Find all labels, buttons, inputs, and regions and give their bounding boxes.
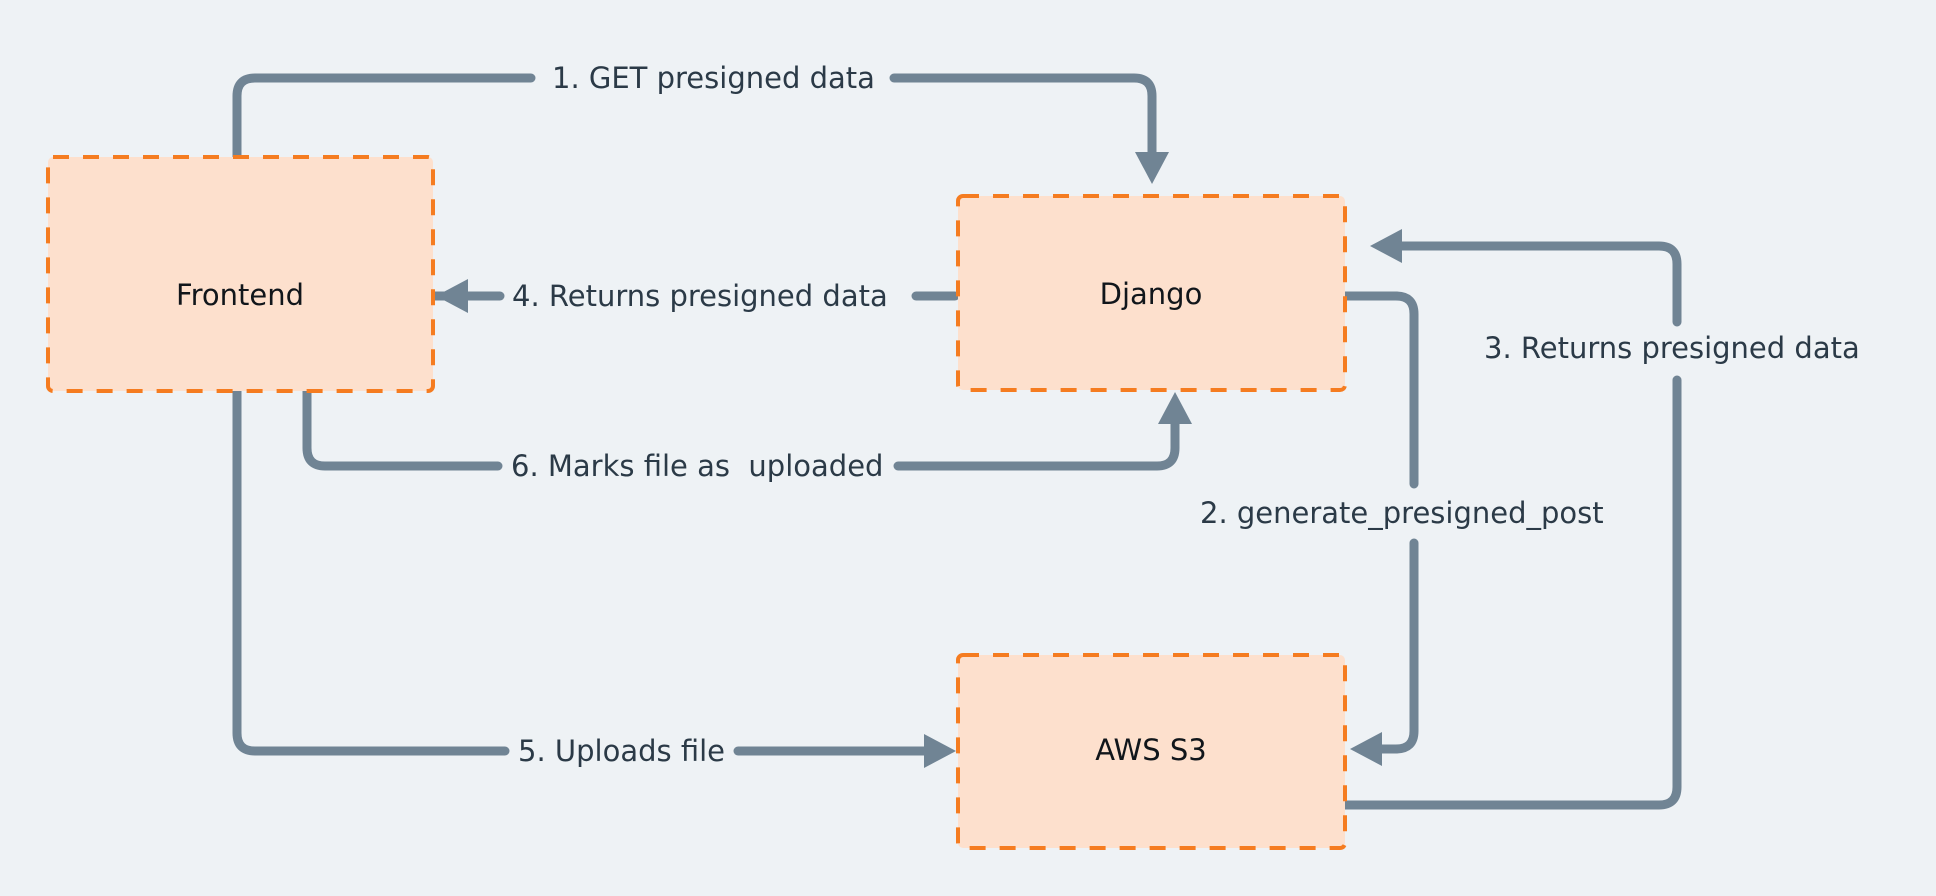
- edge-5-uploads-file: 5. Uploads file: [232, 386, 956, 768]
- node-frontend-label: Frontend: [176, 278, 304, 312]
- edge-2-path-lower: [1373, 538, 1419, 754]
- edge-2-arrowhead: [1350, 732, 1382, 766]
- edge-1-path-left: [232, 73, 536, 162]
- edge-2-label: 2. generate_presigned_post: [1200, 496, 1604, 530]
- edge-3-label: 3. Returns presigned data: [1484, 331, 1860, 365]
- edge-1-label: 1. GET presigned data: [552, 61, 875, 95]
- edge-6-path-right: [893, 415, 1180, 471]
- edge-6-label: 6. Marks file as uploaded: [511, 449, 883, 483]
- edge-5-arrowhead: [924, 734, 956, 768]
- edge-1-get-presigned-data: 1. GET presigned data: [232, 61, 1169, 184]
- edge-3-arrowhead: [1370, 229, 1402, 263]
- node-frontend-box[interactable]: [46, 155, 435, 393]
- edge-1-arrowhead: [1135, 152, 1169, 184]
- node-aws-s3-label: AWS S3: [1095, 733, 1206, 767]
- node-django-box[interactable]: [956, 194, 1347, 392]
- edge-4-returns-presigned-data: 4. Returns presigned data: [407, 279, 960, 313]
- edge-6-path-left: [302, 386, 503, 471]
- node-frontend[interactable]: Frontend: [46, 155, 435, 393]
- edge-4-arrowhead: [436, 279, 468, 313]
- node-django-label: Django: [1100, 277, 1203, 311]
- edge-6-arrowhead: [1158, 392, 1192, 424]
- node-aws-s3[interactable]: AWS S3: [956, 653, 1347, 850]
- node-aws-s3-box[interactable]: [956, 653, 1347, 850]
- edge-2-generate-presigned-post: 2. generate_presigned_post: [1196, 291, 1638, 766]
- edge-5-label: 5. Uploads file: [518, 734, 725, 768]
- edge-3-label-backdrop: [1480, 327, 1888, 369]
- edge-6-marks-file-as-uploaded: 6. Marks file as uploaded: [302, 386, 1192, 483]
- edge-3-returns-presigned-data: 3. Returns presigned data: [1340, 229, 1888, 810]
- edge-3-path-upper: [1393, 241, 1682, 327]
- edge-4-label: 4. Returns presigned data: [512, 279, 888, 313]
- edge-5-path-left: [232, 386, 510, 756]
- node-django[interactable]: Django: [956, 194, 1347, 392]
- edge-2-label-backdrop: [1196, 492, 1638, 534]
- edge-2-path-upper: [1340, 291, 1419, 489]
- edge-1-path-right: [889, 73, 1157, 163]
- edge-3-path-lower: [1340, 375, 1682, 810]
